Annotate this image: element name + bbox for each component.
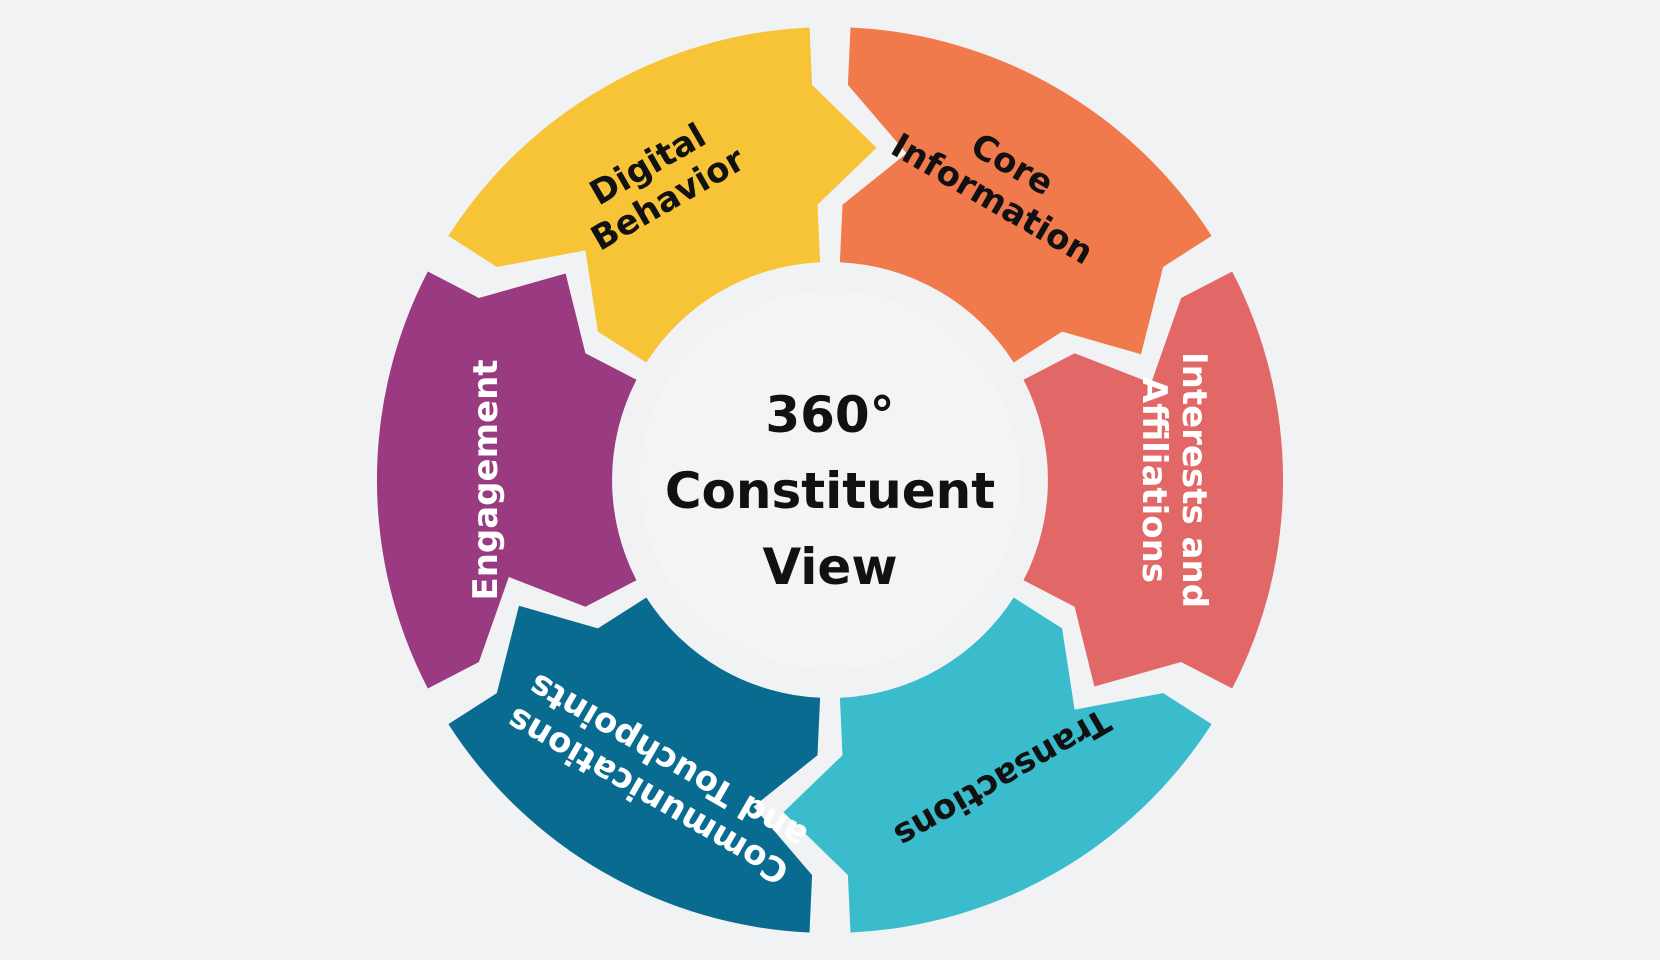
segment-shape-transactions <box>783 597 1212 933</box>
segment-shape-engagement <box>376 271 637 689</box>
center-title-line-1: 360° <box>765 386 894 444</box>
segment-core-information: CoreInformation <box>839 27 1212 363</box>
segment-shape-interests-and-affiliations <box>1023 271 1284 689</box>
segment-label-line: Engagement <box>466 359 506 600</box>
segment-communications-and-touchpoints: Communicationsand Touchpoints <box>448 597 821 933</box>
center-title-line-3: View <box>762 538 897 596</box>
segment-shape-communications-and-touchpoints <box>448 597 821 933</box>
segment-label-line: Affiliations <box>1134 377 1174 583</box>
segment-shape-digital-behavior <box>448 27 877 363</box>
center-circle <box>640 290 1020 670</box>
segment-interests-and-affiliations: Interests andAffiliations <box>1023 271 1284 689</box>
segment-label-line: Interests and <box>1174 352 1214 608</box>
center-hub: 360° Constituent View <box>640 290 1020 670</box>
segment-shape-core-information <box>839 27 1212 363</box>
segment-engagement: Engagement <box>376 271 637 689</box>
segment-transactions: Transactions <box>783 597 1212 933</box>
center-title-line-2: Constituent <box>665 462 995 520</box>
segment-label-engagement: Engagement <box>466 359 506 600</box>
segment-label-interests-and-affiliations: Interests andAffiliations <box>1134 352 1214 608</box>
segment-digital-behavior: DigitalBehavior <box>448 27 877 363</box>
